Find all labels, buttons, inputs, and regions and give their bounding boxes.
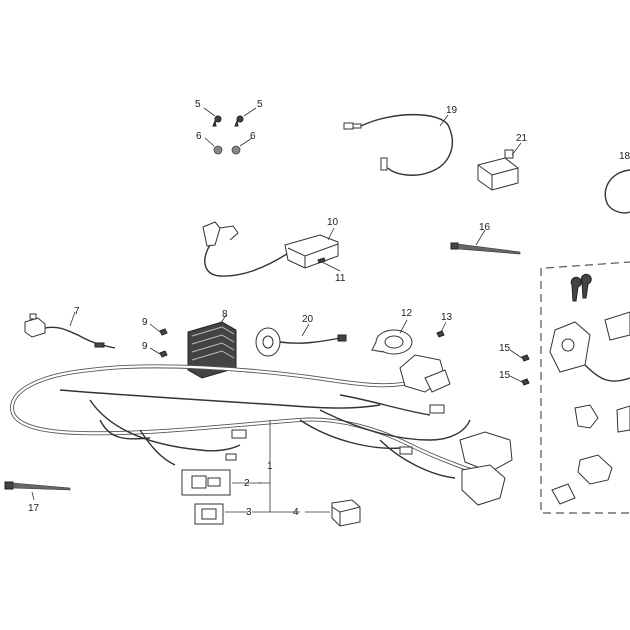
- callout-label-7: 7: [74, 306, 80, 317]
- callout-label-21: 21: [516, 133, 528, 144]
- part-20-sensor[interactable]: [255, 323, 347, 357]
- callout-label-6a: 6: [196, 131, 202, 142]
- part-5-screw-left[interactable]: [203, 107, 222, 127]
- part-15-screw-lower[interactable]: [509, 375, 530, 386]
- part-7-switch[interactable]: [24, 311, 116, 349]
- callout-tree-lines: [252, 470, 300, 513]
- part-19-sensor-wire[interactable]: [343, 113, 453, 176]
- callout-label-3: 3: [246, 507, 252, 518]
- part-6-grommet-left[interactable]: [204, 137, 223, 155]
- part-16-cable-tie[interactable]: [450, 229, 521, 255]
- part-6-grommet-right[interactable]: [231, 137, 253, 155]
- part-2-relay[interactable]: [181, 469, 262, 496]
- callout-label-5a: 5: [195, 99, 201, 110]
- key-icon: [570, 276, 582, 302]
- callout-label-15b: 15: [499, 370, 511, 381]
- part-18-wire-loop[interactable]: [604, 169, 630, 214]
- callout-label-18: 18: [619, 151, 630, 162]
- callout-label-4: 4: [293, 507, 299, 518]
- callout-label-10: 10: [327, 217, 339, 228]
- callout-label-5b: 5: [257, 99, 263, 110]
- callout-label-9b: 9: [142, 341, 148, 352]
- part-21-relay[interactable]: [477, 142, 522, 191]
- part-9-screw-upper[interactable]: [149, 323, 168, 336]
- callout-label-12: 12: [401, 308, 413, 319]
- callout-label-19: 19: [446, 105, 458, 116]
- callout-label-11: 11: [335, 273, 346, 284]
- callout-label-1: 1: [267, 461, 273, 472]
- callout-label-6b: 6: [250, 131, 256, 142]
- callout-label-13: 13: [441, 312, 453, 323]
- callout-label-17: 17: [28, 503, 40, 514]
- part-17-cable-tie[interactable]: [4, 481, 71, 501]
- part-10-ignition-coil[interactable]: [202, 221, 339, 277]
- part-12-horn[interactable]: [371, 319, 413, 355]
- callout-label-20: 20: [302, 314, 314, 325]
- part-3-relay[interactable]: [194, 503, 248, 525]
- part-11-bolt[interactable]: [317, 257, 341, 272]
- lock-set-group[interactable]: [540, 261, 630, 514]
- part-13-screw[interactable]: [436, 321, 447, 338]
- callout-label-16: 16: [479, 222, 491, 233]
- callout-label-8: 8: [222, 309, 228, 320]
- callout-label-2: 2: [244, 478, 250, 489]
- part-9-screw-lower[interactable]: [149, 347, 168, 358]
- part-4-relay[interactable]: [305, 499, 361, 527]
- part-1-main-harness[interactable]: [9, 354, 513, 506]
- key-icon: [580, 273, 592, 299]
- callout-label-9a: 9: [142, 317, 148, 328]
- part-15-screw-upper[interactable]: [509, 349, 530, 362]
- callout-label-15a: 15: [499, 343, 511, 354]
- part-5-screw-right[interactable]: [234, 107, 257, 127]
